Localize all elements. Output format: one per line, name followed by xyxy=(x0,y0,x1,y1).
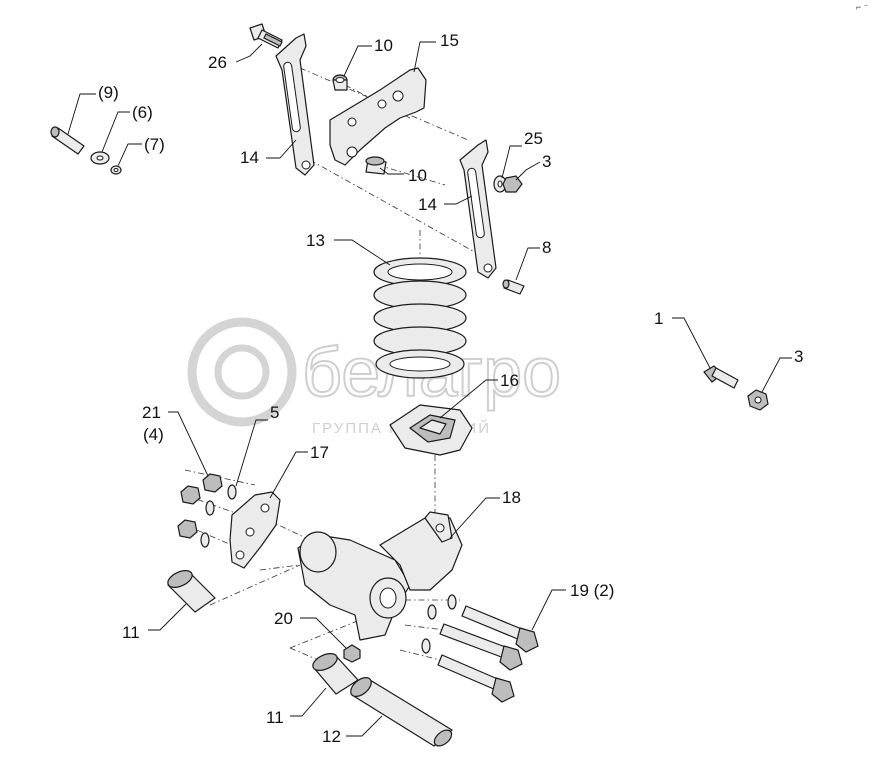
label-15: 15 xyxy=(440,31,459,50)
arm-14-left xyxy=(275,33,315,176)
label-4: (4) xyxy=(143,425,164,444)
label-26: 26 xyxy=(208,53,227,72)
label-9: (9) xyxy=(98,83,119,102)
label-6: (6) xyxy=(132,103,153,122)
label-3-right: 3 xyxy=(794,347,803,366)
label-7: (7) xyxy=(144,135,165,154)
nut-20 xyxy=(343,644,361,663)
bolt-26 xyxy=(249,23,283,49)
label-12: 12 xyxy=(322,727,341,746)
seat-16 xyxy=(389,404,473,456)
bolt-1 xyxy=(703,365,739,389)
label-3-top: 3 xyxy=(542,152,551,171)
label-25: 25 xyxy=(524,129,543,148)
corner-mark: ⌐ ⁻ xyxy=(856,2,869,12)
label-19-2: 19 (2) xyxy=(570,581,614,600)
washer-25-nut-3 xyxy=(493,175,523,193)
callout-labels: 26 10 15 (9) (6) (7) 14 10 25 3 14 8 13 … xyxy=(98,31,803,746)
shaft-12 xyxy=(350,677,453,747)
label-20: 20 xyxy=(274,609,293,628)
nuts-21-washers-5 xyxy=(177,473,237,548)
label-10-bottom: 10 xyxy=(408,166,427,185)
nut-3-right xyxy=(747,389,769,411)
label-13: 13 xyxy=(306,231,325,250)
label-10-top: 10 xyxy=(374,36,393,55)
label-14-left: 14 xyxy=(240,148,259,167)
bolts-19 xyxy=(421,594,539,703)
bushing-10-bottom xyxy=(365,156,387,175)
label-16: 16 xyxy=(500,371,519,390)
bracket-18 xyxy=(297,511,463,641)
pin-9-washer-6-ring-7 xyxy=(50,126,122,175)
label-1: 1 xyxy=(654,309,663,328)
bushing-11-left xyxy=(167,570,216,613)
spring-13 xyxy=(373,257,467,379)
arm-14-right xyxy=(459,139,497,279)
pin-8 xyxy=(502,279,525,295)
label-5: 5 xyxy=(270,403,279,422)
label-21: 21 xyxy=(142,403,161,422)
label-11-lower: 11 xyxy=(266,708,284,727)
label-14-right: 14 xyxy=(418,195,437,214)
plate-17 xyxy=(229,491,281,569)
label-8: 8 xyxy=(542,238,551,257)
label-11-left: 11 xyxy=(122,623,140,642)
label-17: 17 xyxy=(310,443,329,462)
label-18: 18 xyxy=(502,488,521,507)
plate-15 xyxy=(329,67,427,166)
leader-lines xyxy=(67,41,792,737)
bushing-10-top xyxy=(332,74,348,91)
